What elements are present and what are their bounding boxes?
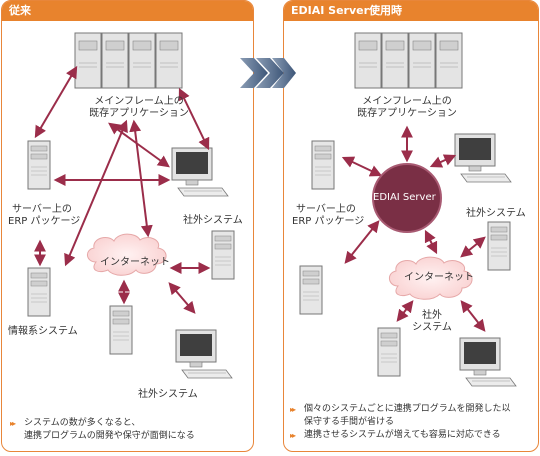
panel-before-title: 従来 xyxy=(2,1,253,21)
double-chevron-bullet-icon: ▸▸ xyxy=(290,405,296,414)
left-mainframe-label-line1: メインフレーム上の xyxy=(94,96,184,107)
right-internet-label: インターネット xyxy=(404,272,474,283)
left-external-server-right xyxy=(211,230,235,280)
left-external-pc-top xyxy=(171,147,229,197)
left-note-item: ▸▸ システムの数が多くなると、 連携プログラムの開発や保守が面倒になる xyxy=(10,417,250,443)
chevron-arrows-icon xyxy=(240,58,296,88)
left-internet-label: インターネット xyxy=(100,257,170,268)
right-pc-top xyxy=(454,133,512,183)
left-note-line1: システムの数が多くなると、 xyxy=(24,418,141,428)
right-server-bottom xyxy=(377,327,401,377)
right-mainframe xyxy=(354,32,463,89)
left-external-top-label: 社外システム xyxy=(183,215,243,226)
right-erp-label: サーバー上の ERP パッケージ xyxy=(292,204,364,228)
left-info-label: 情報系システム xyxy=(8,326,78,337)
right-server-left xyxy=(299,265,323,315)
right-pc-bottom xyxy=(459,337,517,387)
ediai-server-hub xyxy=(372,163,442,233)
right-erp-server xyxy=(311,140,335,190)
left-erp-server xyxy=(27,140,51,190)
left-erp-label-line1: サーバー上の xyxy=(12,204,72,215)
right-erp-label-line2: ERP パッケージ xyxy=(292,216,365,227)
right-external-mid-label: 社外 システム xyxy=(412,310,452,334)
left-notes: ▸▸ システムの数が多くなると、 連携プログラムの開発や保守が面倒になる xyxy=(10,417,250,443)
right-note-2-line1: 連携させるシステムが増えても容易に対応できる xyxy=(304,430,501,440)
left-mainframe-label: メインフレーム上の 既存アプリケーション xyxy=(84,96,194,120)
left-external-server-bottom xyxy=(109,305,133,355)
left-external-pc-bottom xyxy=(175,329,233,379)
left-erp-label: サーバー上の ERP パッケージ xyxy=(8,204,80,228)
double-chevron-bullet-icon: ▸▸ xyxy=(10,419,16,428)
right-external-mid-label-line1: 社外 xyxy=(422,310,442,321)
left-external-bottom-label: 社外システム xyxy=(138,389,198,400)
left-erp-label-line2: ERP パッケージ xyxy=(8,216,81,227)
left-connection-arrows xyxy=(34,65,211,314)
left-mainframe-label-line2: 既存アプリケーション xyxy=(89,108,189,119)
right-mainframe-label-line2: 既存アプリケーション xyxy=(357,108,457,119)
left-info-server xyxy=(27,267,51,317)
left-note-line2: 連携プログラムの開発や保守が面倒になる xyxy=(24,431,195,441)
right-erp-label-line1: サーバー上の xyxy=(296,204,356,215)
left-mainframe xyxy=(74,32,183,89)
panel-after-title: EDIAI Server使用時 xyxy=(284,1,538,21)
right-mainframe-label: メインフレーム上の 既存アプリケーション xyxy=(352,96,462,120)
ediai-server-hub-label: EDIAI Server xyxy=(373,192,436,203)
right-notes: ▸▸ 個々のシステムごとに連携プログラムを開発した以 保守する手間が省ける ▸▸… xyxy=(290,403,535,442)
right-note-item-1: ▸▸ 個々のシステムごとに連携プログラムを開発した以 保守する手間が省ける xyxy=(290,403,535,429)
right-external-mid-label-line2: システム xyxy=(412,322,452,333)
left-internet-cloud xyxy=(87,233,167,276)
right-note-item-2: ▸▸ 連携させるシステムが増えても容易に対応できる xyxy=(290,429,535,442)
right-external-right-label: 社外システム xyxy=(466,208,526,219)
right-note-1-line1: 個々のシステムごとに連携プログラムを開発した以 xyxy=(304,404,511,414)
double-chevron-bullet-icon: ▸▸ xyxy=(290,431,296,440)
right-mainframe-label-line1: メインフレーム上の xyxy=(362,96,452,107)
right-connection-arrows xyxy=(341,125,486,332)
right-internet-cloud xyxy=(389,256,473,300)
right-note-1-line2: 保守する手間が省ける xyxy=(304,417,395,427)
right-external-server-right xyxy=(487,221,511,271)
